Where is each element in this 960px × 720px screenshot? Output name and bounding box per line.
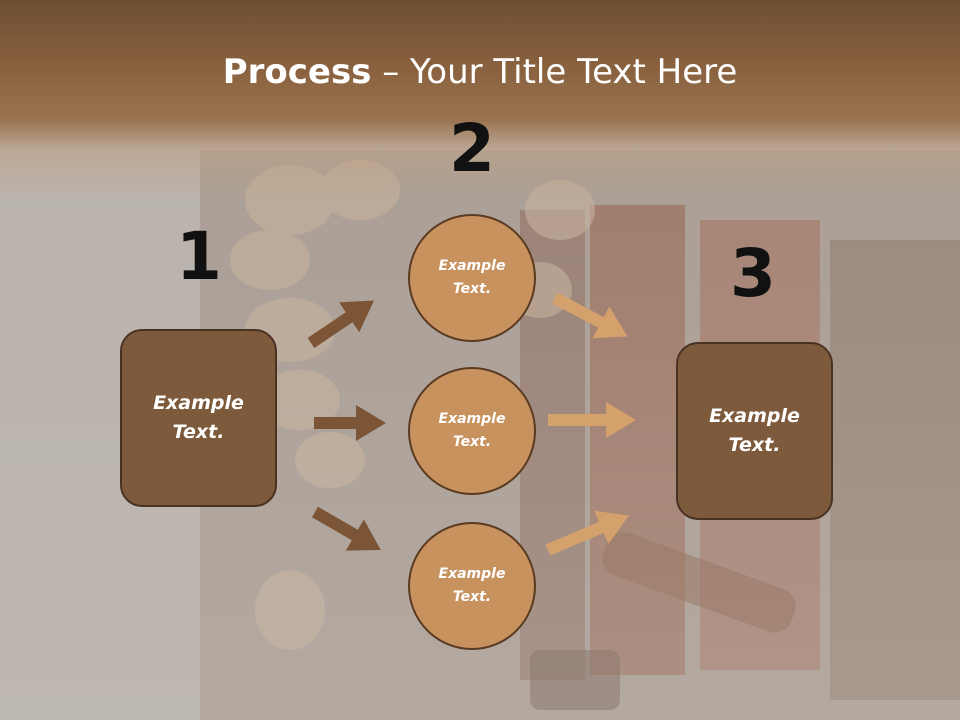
- arrow-bottom-to-right: [545, 510, 630, 556]
- page-title: Process – Your Title Text Here: [0, 52, 960, 92]
- title-band: [0, 0, 960, 200]
- arrow-top-to-right: [552, 292, 628, 339]
- circle-middle[interactable]: Example Text.: [408, 367, 536, 495]
- arrow-left-to-top: [307, 300, 375, 348]
- left-box[interactable]: Example Text.: [120, 329, 277, 507]
- title-bold: Process: [222, 52, 372, 92]
- title-rest: – Your Title Text Here: [371, 52, 738, 92]
- circle-bottom[interactable]: Example Text.: [408, 522, 536, 650]
- right-box[interactable]: Example Text.: [676, 342, 833, 520]
- step-number-3: 3: [730, 235, 776, 312]
- arrow-left-to-middle: [314, 405, 386, 441]
- arrow-middle-to-right: [548, 402, 636, 438]
- circle-top[interactable]: Example Text.: [408, 214, 536, 342]
- arrow-left-to-bottom: [312, 506, 381, 551]
- step-number-2: 2: [449, 110, 495, 187]
- step-number-1: 1: [176, 218, 222, 295]
